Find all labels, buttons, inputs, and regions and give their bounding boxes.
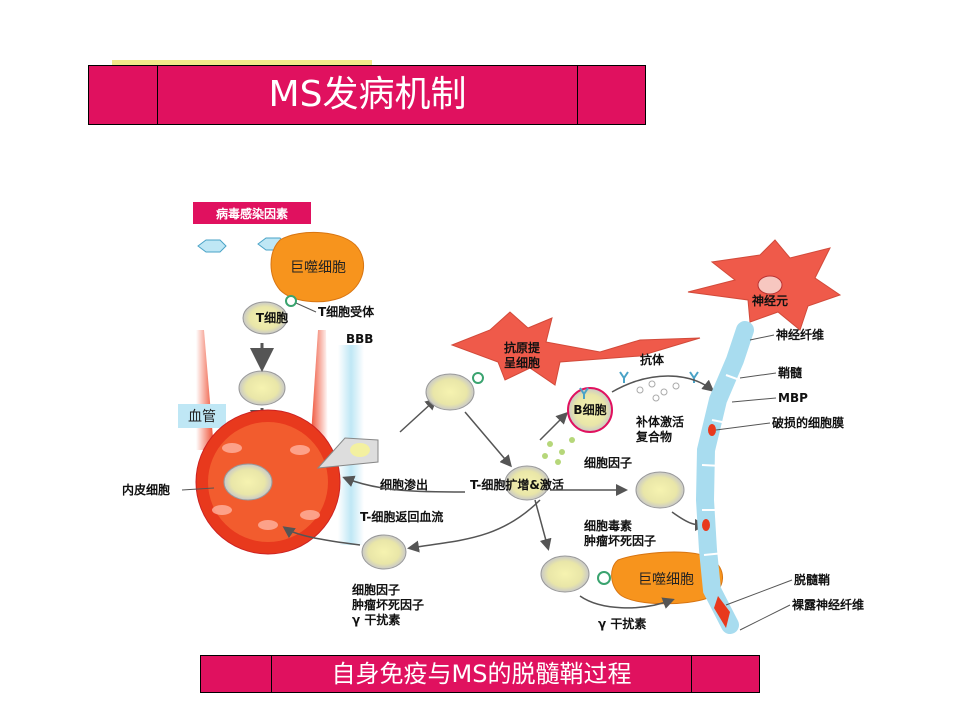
t-cell-in-vessel bbox=[238, 370, 286, 406]
t-receptor-label: T细胞受体 bbox=[318, 304, 375, 319]
arrow bbox=[534, 499, 552, 551]
antibody-label: 抗体 bbox=[640, 352, 665, 367]
slide-title: MS发病机制 bbox=[268, 74, 467, 115]
vessel-wall-left bbox=[196, 330, 214, 450]
receptor-icon bbox=[597, 571, 611, 585]
macrophage-top-label: 巨噬细胞 bbox=[290, 260, 346, 276]
pointer bbox=[739, 372, 777, 379]
ifn-bottom-label: γ 干扰素 bbox=[598, 616, 646, 631]
cytokine-dots bbox=[542, 437, 575, 465]
t-cell-label: T细胞 bbox=[256, 310, 288, 325]
pointer bbox=[725, 579, 793, 606]
endothelial-label: 内皮细胞 bbox=[122, 482, 170, 497]
cytotoxin-label-2: 肿瘤坏死因子 bbox=[584, 533, 656, 548]
cytokine-left-1: 细胞因子 bbox=[352, 582, 400, 597]
pointer bbox=[749, 334, 775, 341]
virus-particle-icon bbox=[197, 237, 287, 253]
myelin-segments bbox=[701, 374, 746, 556]
neuron-nucleus bbox=[757, 275, 783, 295]
neuron-label: 神经元 bbox=[752, 293, 788, 308]
banner-divider bbox=[157, 66, 158, 124]
apc-label-2: 呈细胞 bbox=[504, 355, 540, 370]
b-cell-label: B细胞 bbox=[573, 402, 606, 417]
t-cell-adhered bbox=[223, 463, 273, 501]
slide-caption: 自身免疫与MS的脱髓鞘过程 bbox=[331, 660, 632, 688]
bare-fiber-label: 裸露神经纤维 bbox=[792, 597, 864, 612]
myelin-label: 鞘髓 bbox=[778, 365, 803, 380]
b-cell bbox=[567, 387, 613, 433]
complement-dots bbox=[636, 380, 680, 402]
banner-divider bbox=[691, 656, 692, 692]
banner-divider bbox=[577, 66, 578, 124]
caption-banner: 自身免疫与MS的脱髓鞘过程 bbox=[200, 655, 760, 693]
receptor-icon bbox=[472, 372, 484, 384]
mbp-label: MBP bbox=[778, 391, 808, 405]
bbb-label: BBB bbox=[346, 332, 373, 346]
arrow bbox=[464, 411, 512, 468]
virus-label-box bbox=[193, 202, 311, 224]
pointer bbox=[739, 604, 791, 631]
cytokine-left-3: γ 干扰素 bbox=[352, 612, 400, 627]
damaged-membrane-label: 破损的细胞膜 bbox=[772, 415, 844, 430]
arrow bbox=[342, 475, 466, 493]
macrophage-bottom-label: 巨噬细胞 bbox=[638, 572, 694, 588]
arrow bbox=[579, 595, 675, 609]
pointer bbox=[731, 397, 777, 403]
t-cell-activated bbox=[425, 373, 475, 411]
t-cell bbox=[242, 301, 288, 335]
demyelination-label: 脱髓鞘 bbox=[794, 572, 830, 587]
cytokine-mid-label: 细胞因子 bbox=[584, 455, 632, 470]
red-blood-cells bbox=[212, 443, 320, 530]
complement-label-2: 复合物 bbox=[635, 429, 672, 444]
apc-cell bbox=[450, 311, 701, 386]
vessel-label: 血管 bbox=[188, 409, 216, 425]
title-banner: MS发病机制 bbox=[88, 65, 646, 125]
pointer bbox=[715, 422, 771, 431]
arrow bbox=[407, 499, 541, 553]
t-proliferation-label: T-细胞扩增&激活 bbox=[470, 477, 564, 492]
t-return-label: T-细胞返回血流 bbox=[360, 509, 443, 524]
arrow bbox=[399, 397, 438, 433]
banner-divider bbox=[271, 656, 272, 692]
damage-marks bbox=[702, 424, 730, 628]
virus-label: 病毒感染因素 bbox=[216, 206, 288, 221]
cytokine-left-2: 肿瘤坏死因子 bbox=[352, 597, 424, 612]
title-accent-line bbox=[112, 60, 372, 65]
t-cell-bottom bbox=[540, 555, 590, 593]
arrow bbox=[539, 411, 569, 441]
nerve-axon bbox=[695, 321, 754, 634]
receptor-icon bbox=[285, 295, 297, 307]
cytotoxin-label-1: 细胞毒素 bbox=[584, 518, 632, 533]
complement-label-1: 补体激活 bbox=[635, 414, 684, 429]
t-cell-releasing bbox=[361, 534, 407, 570]
t-cell-proliferating bbox=[504, 465, 550, 501]
vessel-label-box bbox=[178, 404, 226, 428]
macrophage-top bbox=[270, 231, 365, 303]
endothelial-pointer bbox=[181, 487, 215, 491]
crossing-cell-nucleus bbox=[350, 443, 370, 457]
t-cell-right bbox=[635, 471, 685, 509]
exudation-label: 细胞渗出 bbox=[380, 477, 428, 492]
apc-label-1: 抗原提 bbox=[504, 340, 541, 355]
t-receptor-pointer bbox=[295, 302, 317, 313]
vessel-wall-right bbox=[310, 330, 328, 450]
arrow bbox=[282, 526, 361, 546]
nerve-fiber-label: 神经纤维 bbox=[776, 327, 824, 342]
arrow bbox=[611, 375, 715, 393]
